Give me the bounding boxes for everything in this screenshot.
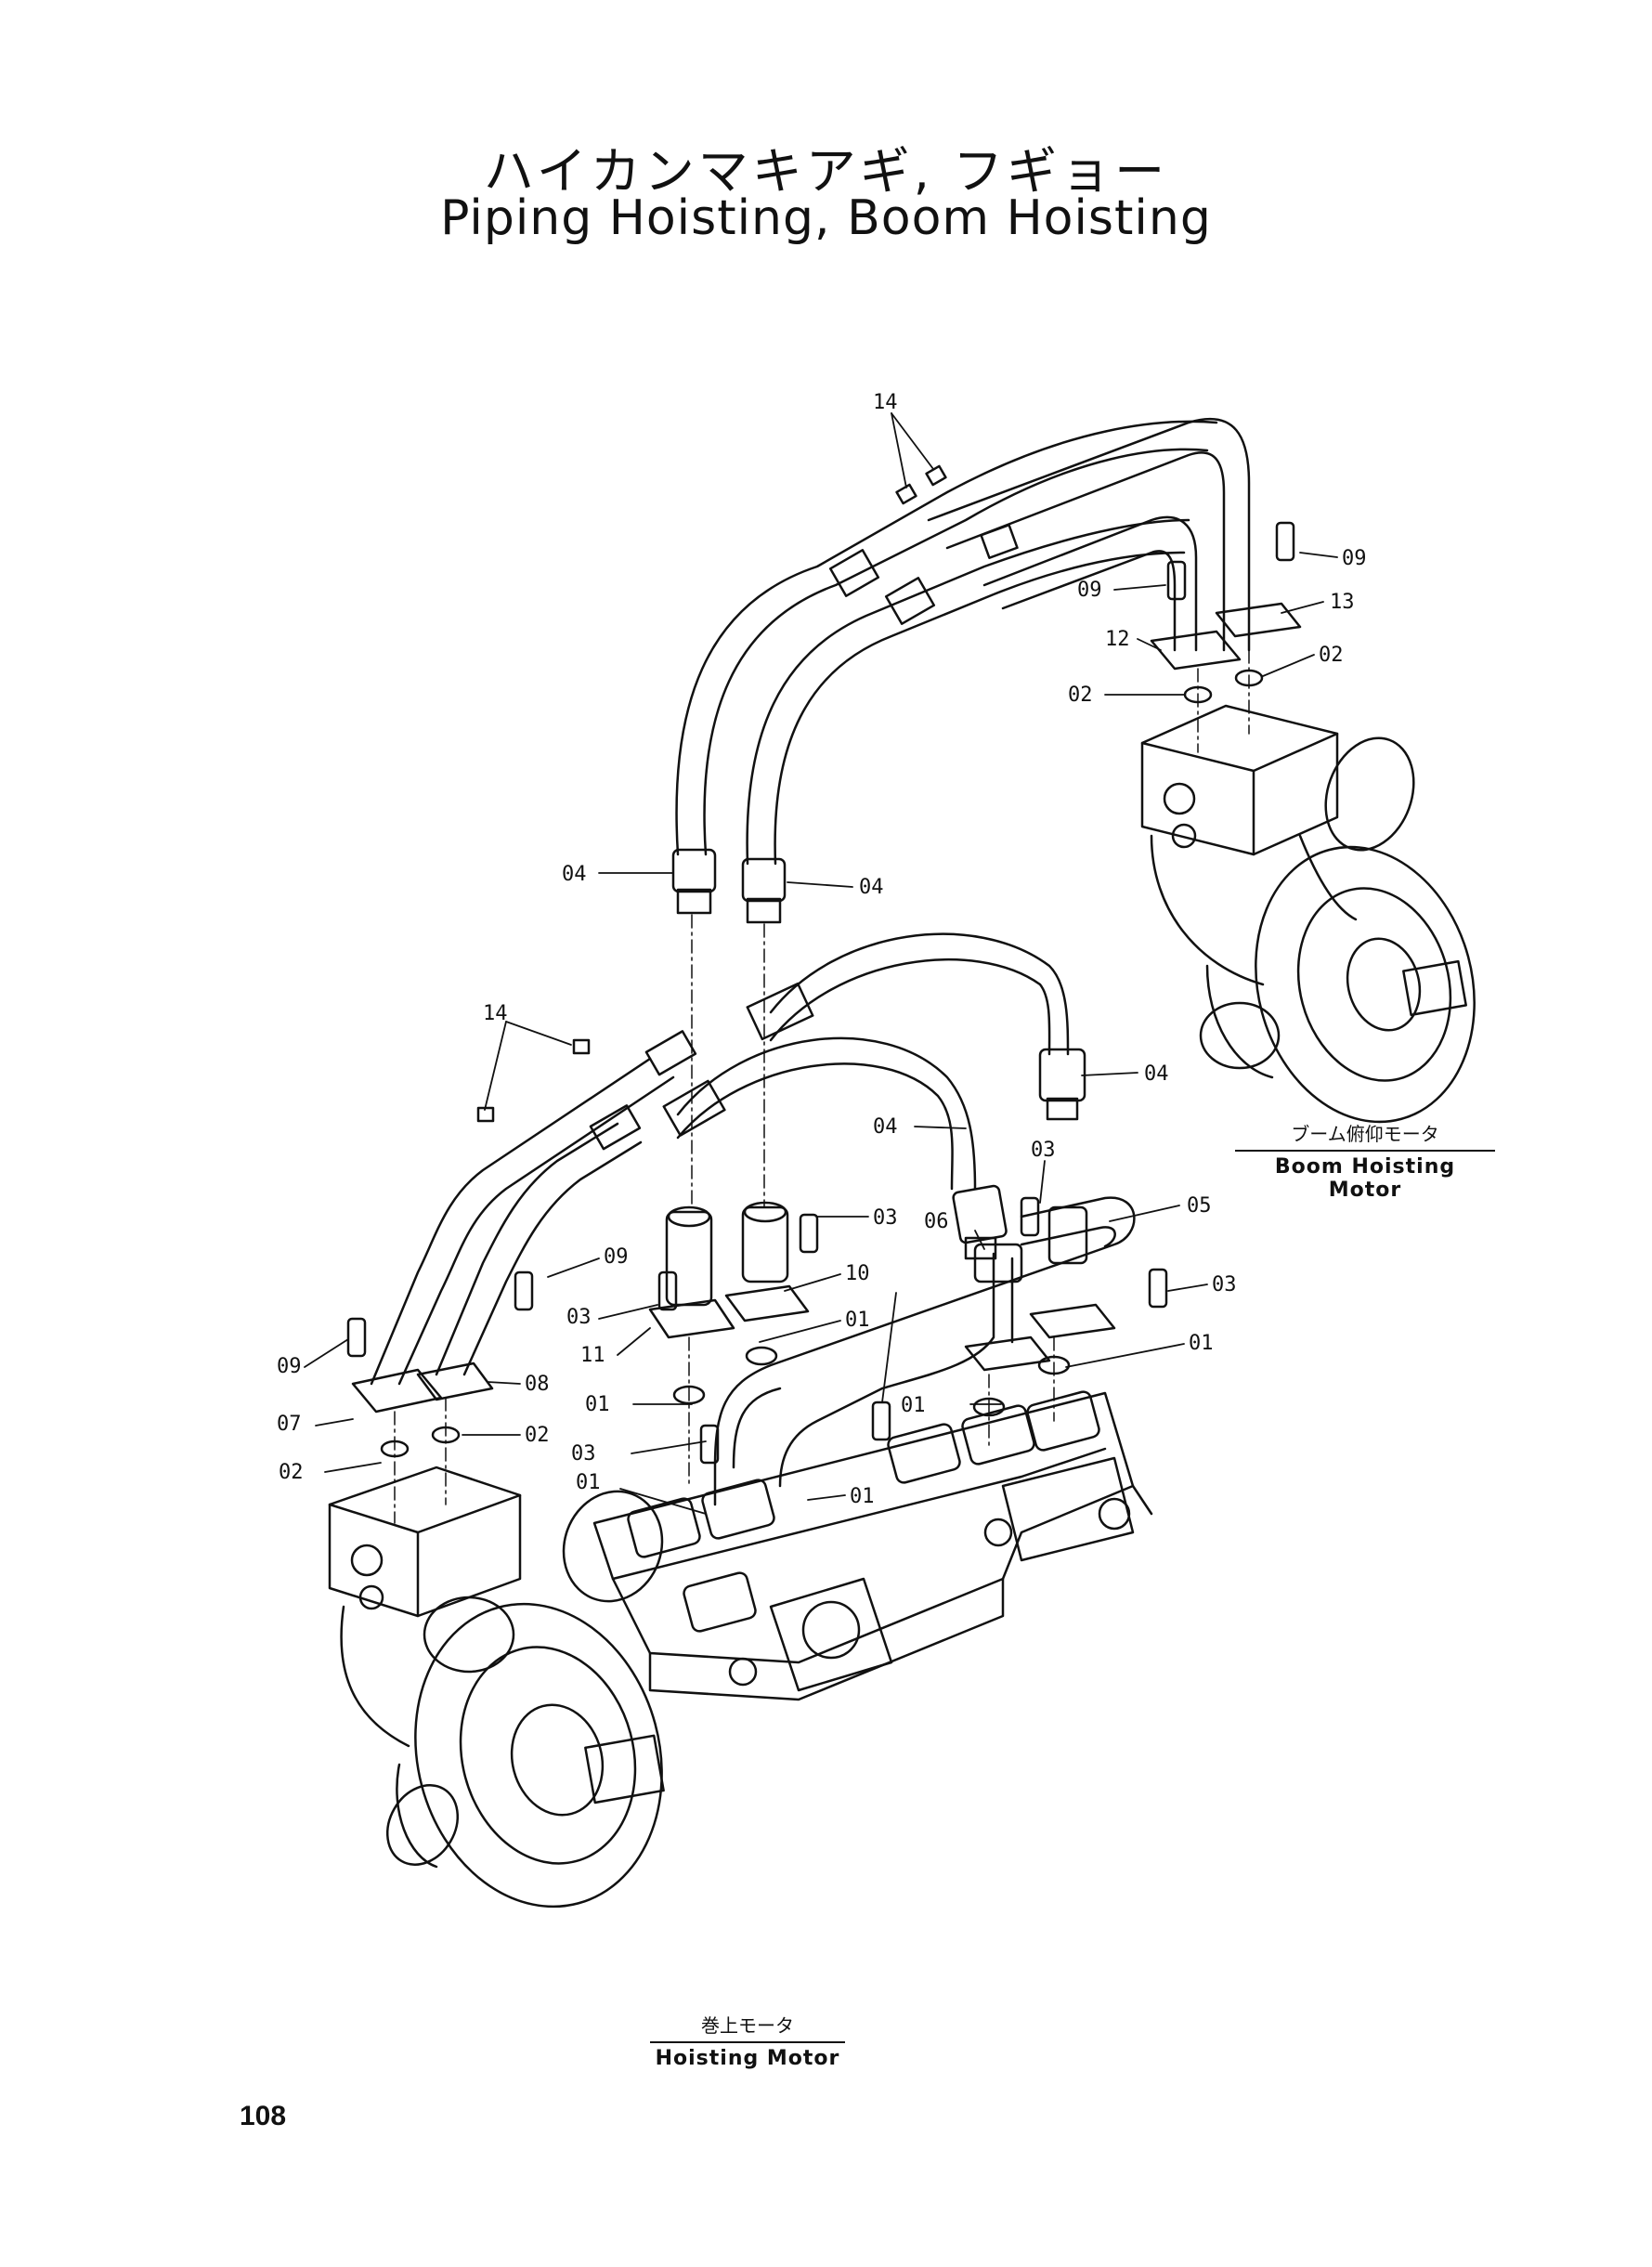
left-pipe-assembly — [351, 1030, 697, 1458]
label-02-left-right: 02 — [525, 1424, 550, 1447]
center-lines — [394, 649, 1250, 1524]
lower-hose-assembly — [662, 932, 1086, 1260]
label-09-upper-right: 09 — [1342, 547, 1367, 570]
label-03-right: 03 — [1212, 1273, 1237, 1296]
upper-hose-assembly — [671, 417, 1251, 924]
label-06: 06 — [924, 1210, 949, 1233]
boom-motor-caption-jp: ブーム俯仰モータ — [1235, 1119, 1495, 1152]
boom-hoisting-motor — [1140, 602, 1476, 1124]
label-01-middle: 01 — [901, 1394, 926, 1417]
label-02-upper: 02 — [1068, 684, 1093, 707]
label-09-left: 09 — [604, 1245, 629, 1269]
hoist-motor-caption-en: Hoisting Motor — [655, 2047, 840, 2070]
label-07: 07 — [277, 1413, 302, 1436]
hoisting-motor — [328, 1466, 665, 1909]
label-04-lower: 04 — [873, 1115, 898, 1139]
label-03-lower: 03 — [571, 1442, 596, 1466]
control-valve — [592, 1390, 1153, 1701]
bolt-set — [346, 521, 1295, 1465]
boom-hoisting-motor-caption: ブーム俯仰モータ Boom Hoisting Motor — [1235, 1119, 1495, 1202]
part-labels: 14 09 09 13 12 02 02 04 04 14 04 04 03 0… — [277, 391, 1367, 1508]
label-01-lower-left: 01 — [576, 1471, 601, 1494]
title-english: Piping Hoisting, Boom Hoisting — [440, 190, 1212, 246]
label-12: 12 — [1105, 628, 1130, 651]
hoist-motor-caption-jp: 巻上モータ — [650, 2011, 845, 2043]
label-04-upper-left: 04 — [562, 863, 587, 886]
leader-lines — [304, 412, 1338, 1515]
label-14-lower: 14 — [483, 1002, 508, 1025]
label-01-riser: 01 — [845, 1309, 870, 1332]
boom-motor-caption-en: Boom Hoisting Motor — [1274, 1155, 1456, 1202]
label-04-upper-right: 04 — [859, 876, 884, 899]
page-number: 108 — [240, 2101, 287, 2131]
label-09-upper: 09 — [1077, 579, 1102, 602]
label-01-lower: 01 — [850, 1485, 875, 1508]
label-08: 08 — [525, 1373, 550, 1396]
label-01-left: 01 — [585, 1393, 610, 1416]
hoisting-motor-caption: 巻上モータ Hoisting Motor — [650, 2011, 845, 2070]
label-02-upper-right: 02 — [1319, 644, 1344, 667]
title-japanese: ハイカンマキアギ, フギョー — [483, 142, 1169, 201]
label-14-upper: 14 — [873, 391, 898, 414]
label-09-far-left: 09 — [277, 1355, 302, 1378]
label-05: 05 — [1187, 1194, 1212, 1218]
label-01-right: 01 — [1189, 1332, 1214, 1355]
label-03-riser: 03 — [873, 1206, 898, 1230]
label-10: 10 — [845, 1262, 870, 1285]
label-11: 11 — [580, 1344, 605, 1367]
label-02-left: 02 — [279, 1461, 304, 1484]
label-03-left: 03 — [566, 1306, 592, 1329]
label-04-lower-right: 04 — [1144, 1062, 1169, 1086]
label-13: 13 — [1330, 591, 1355, 614]
label-03-top: 03 — [1031, 1139, 1056, 1162]
